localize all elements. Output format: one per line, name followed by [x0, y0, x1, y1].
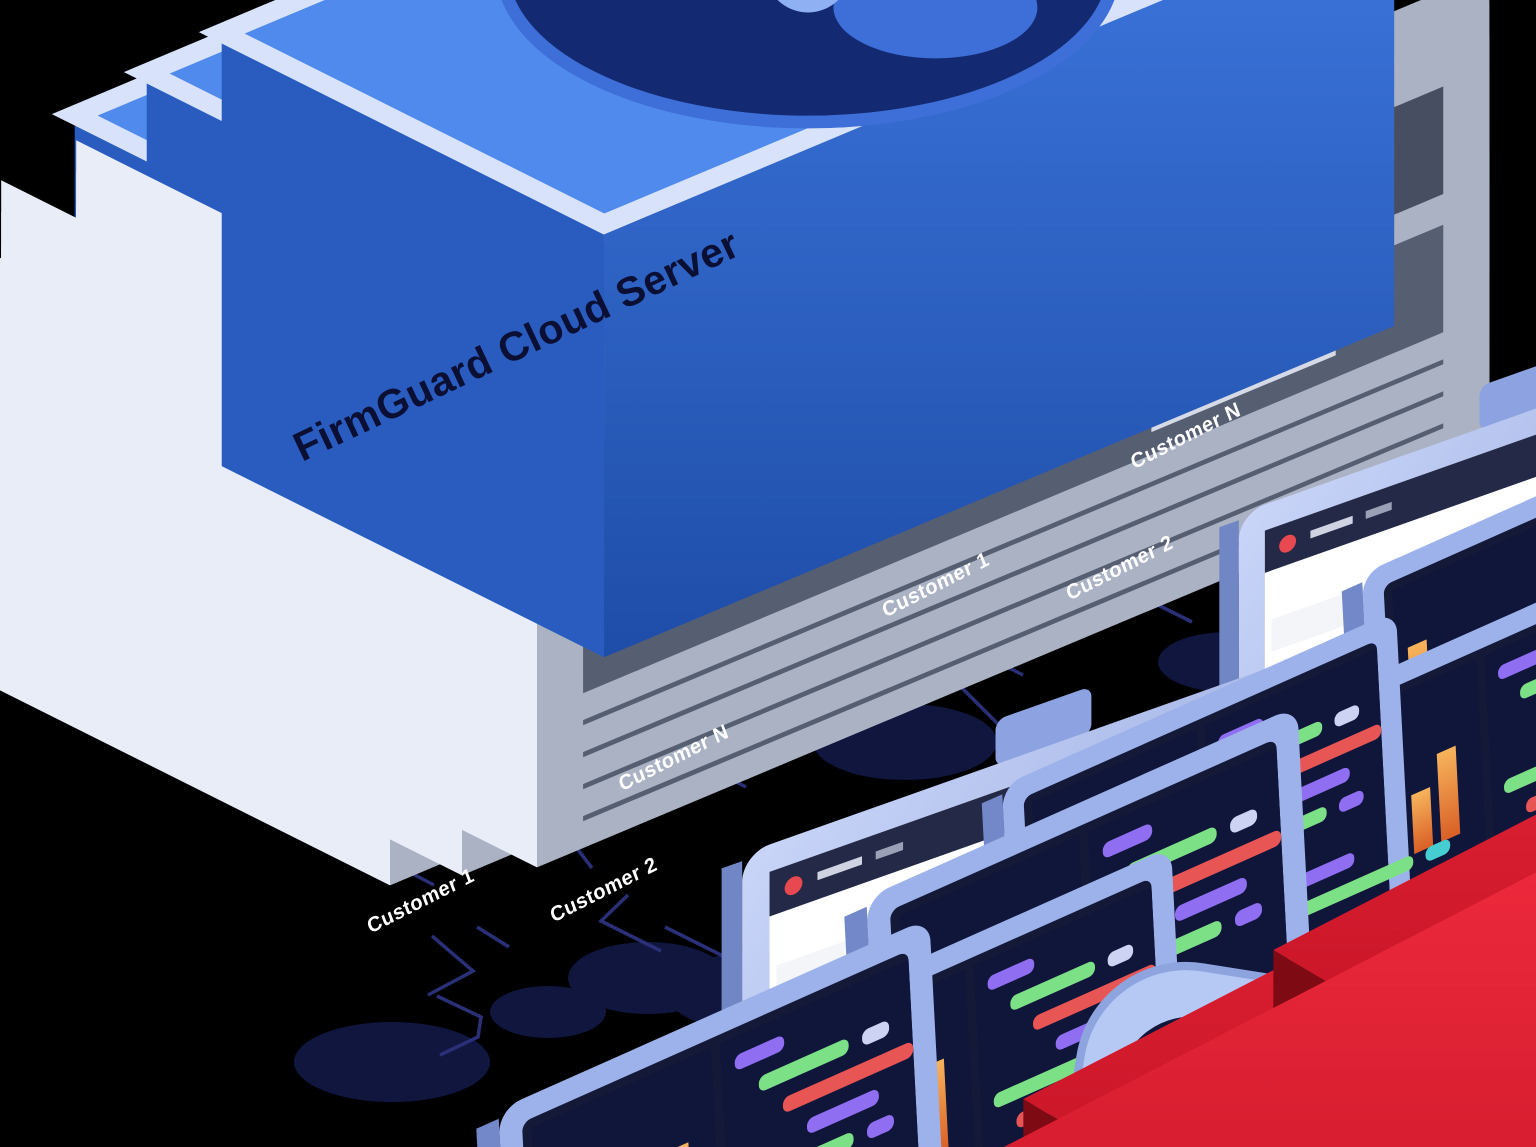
line-customer1-to-phone-bottom	[476, 925, 510, 949]
line-customer1-to-laptop-bottom	[427, 934, 477, 997]
line-customer2-to-laptop-bottom	[598, 893, 662, 953]
cloud-server: FirmGuard Cloud Server	[0, 0, 1490, 886]
line-zigzag-bottom	[436, 994, 483, 1057]
